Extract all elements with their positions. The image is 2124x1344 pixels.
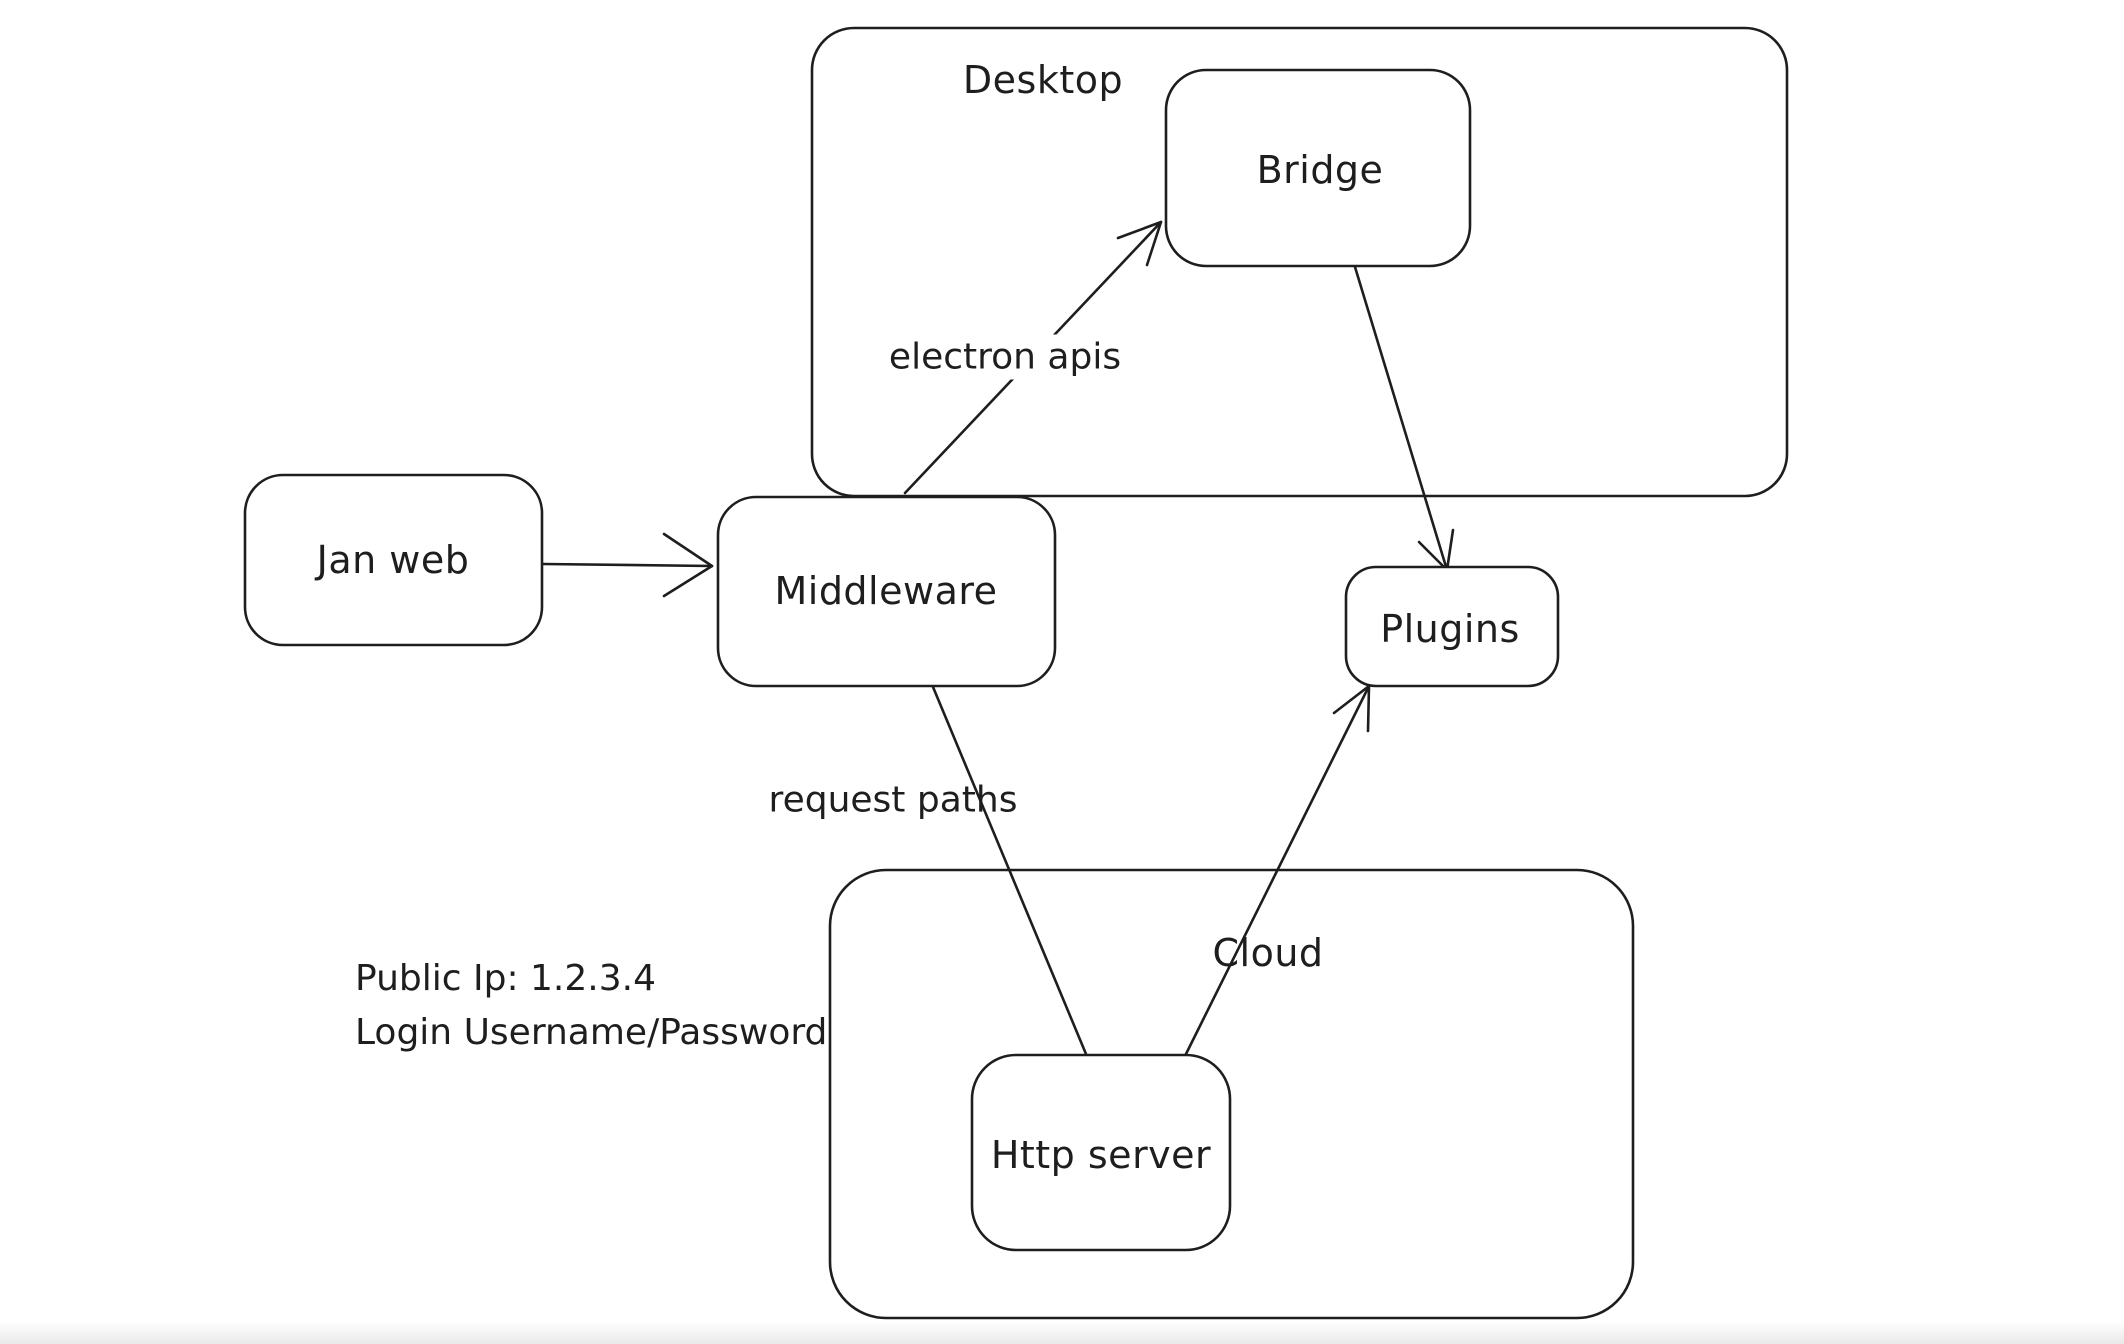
desktop-container-box[interactable] <box>810 26 1789 498</box>
middleware-node-label: Middleware <box>774 569 998 613</box>
bridge-node-label: Bridge <box>1256 148 1384 192</box>
jan-web-node[interactable] <box>243 473 544 647</box>
window-bottom-edge <box>0 1322 2124 1344</box>
edge-label-electron-apis: electron apis <box>880 334 1130 380</box>
plugins-node-label: Plugins <box>1380 607 1520 651</box>
cloud-container-label: Cloud <box>1212 931 1324 975</box>
edge-middleware-httpserver[interactable] <box>931 685 1088 1056</box>
bridge-node[interactable] <box>1164 68 1472 268</box>
jan-web-node-label: Jan web <box>316 538 470 582</box>
plugins-node[interactable] <box>1344 565 1560 688</box>
cloud-container-box[interactable] <box>828 868 1635 1320</box>
edge-bridge-plugins[interactable] <box>1353 265 1455 572</box>
edge-bridge-plugins-line[interactable] <box>1353 265 1449 572</box>
desktop-container-label: Desktop <box>962 58 1124 102</box>
edge-middleware-httpserver-line[interactable] <box>931 685 1088 1056</box>
edge-httpserver-plugins-line[interactable] <box>1184 684 1371 1056</box>
http-server-node-label: Http server <box>990 1133 1212 1177</box>
middleware-node[interactable] <box>716 495 1057 688</box>
edge-httpserver-plugins-arrowhead[interactable] <box>1332 684 1371 733</box>
edge-janweb-middleware-line[interactable] <box>541 562 714 568</box>
http-server-node[interactable] <box>970 1053 1232 1252</box>
edge-label-request-paths: request paths <box>768 779 1018 821</box>
edge-janweb-middleware[interactable] <box>541 532 714 598</box>
login-credentials-annotation[interactable]: Login Username/Password <box>355 1012 828 1053</box>
edge-janweb-middleware-arrowhead[interactable] <box>662 532 714 598</box>
edge-middleware-bridge-arrowhead[interactable] <box>1116 220 1163 267</box>
public-ip-annotation[interactable]: Public Ip: 1.2.3.4 <box>355 958 656 999</box>
